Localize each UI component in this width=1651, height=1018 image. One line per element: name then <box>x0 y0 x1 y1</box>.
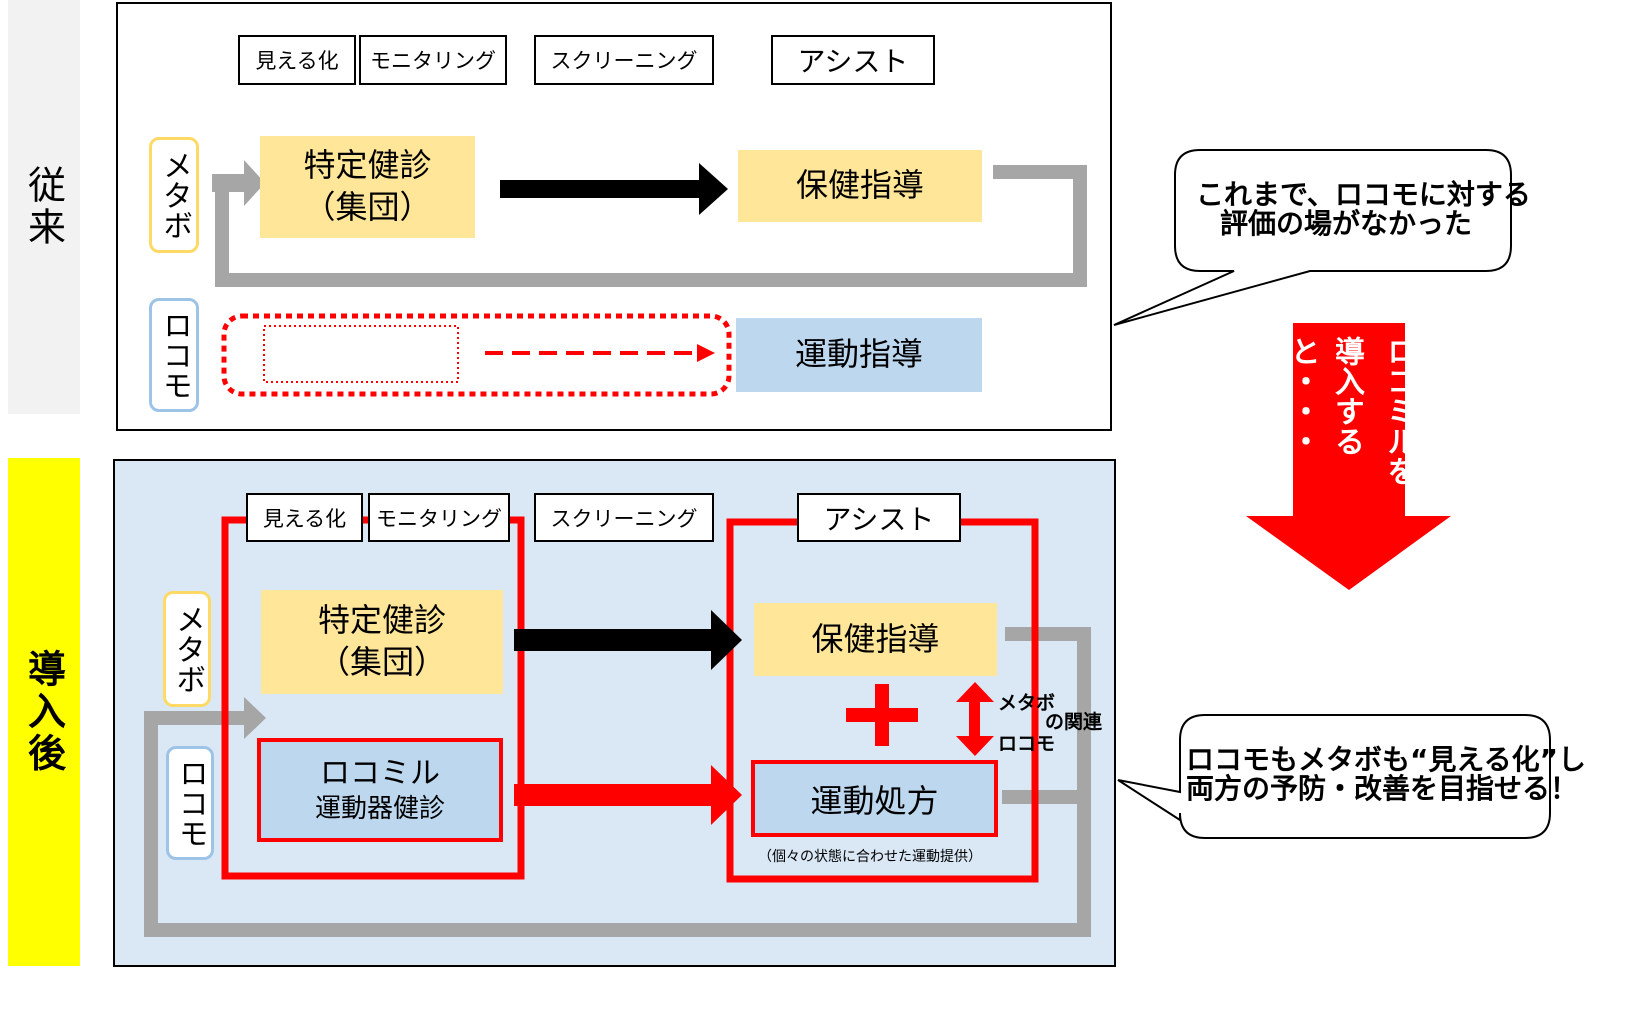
relation-metabo: メタボ <box>998 692 1056 714</box>
label-visualize-before: 見える化 <box>238 35 356 85</box>
label-visualize-after: 見える化 <box>246 493 363 542</box>
box-exercise-prescription: 運動処方 <box>751 760 998 837</box>
label-monitoring-before: モニタリング <box>359 35 507 85</box>
big-arrow-line1: ロコミルを <box>1381 336 1416 486</box>
box-checkup-before: 特定健診 （集団） <box>260 136 475 238</box>
label-screening-after: スクリーニング <box>534 493 714 542</box>
label-assist-after: アシスト <box>797 493 961 542</box>
callout-top-text: これまで、ロコモに対する 評価の場がなかった <box>1196 178 1531 241</box>
box-locomil: ロコミル 運動器健診 <box>257 738 503 842</box>
callout-bottom-bubble <box>1117 714 1551 839</box>
box-health-guidance-before: 保健指導 <box>738 150 982 222</box>
phase-after-band: 導入後 <box>8 458 80 966</box>
label-screening-before: スクリーニング <box>534 35 714 85</box>
label-monitoring-after: モニタリング <box>368 493 510 542</box>
phase-after-label: 導入後 <box>21 649 66 775</box>
big-arrow-line2: 導入すると・・・ <box>1285 336 1364 456</box>
phase-before-band: 従来 <box>8 0 80 414</box>
label-assist-before: アシスト <box>771 35 935 85</box>
tag-metabo-before: メタボ <box>149 137 199 253</box>
locomil-subtitle: 運動器健診 <box>314 793 445 824</box>
callout-top-bubble <box>1113 149 1512 326</box>
locomil-title: ロコミル <box>320 756 440 791</box>
checkup-subtitle: （集団） <box>303 188 432 226</box>
big-down-arrow <box>1246 323 1451 590</box>
tag-locomo-before: ロコモ <box>149 298 199 412</box>
relation-text: の関連 <box>1045 711 1103 733</box>
big-arrow-text: ロコミルを 導入すると・・・ <box>1285 336 1416 556</box>
checkup-title: 特定健診 <box>317 601 446 640</box>
phase-before-label: 従来 <box>21 165 66 249</box>
box-checkup-after: 特定健診 （集団） <box>261 590 503 694</box>
checkup-title: 特定健診 <box>303 146 432 185</box>
box-health-guidance-after: 保健指導 <box>754 603 997 676</box>
tag-metabo-after: メタボ <box>163 591 211 707</box>
checkup-subtitle: （集団） <box>317 643 446 681</box>
callout-bottom-text: ロコモもメタボも“見える化”し 両方の予防・改善を目指せる！ <box>1186 743 1586 806</box>
tag-locomo-after: ロコモ <box>166 746 214 860</box>
exercise-note: （個々の状態に合わせた運動提供） <box>758 849 982 865</box>
box-exercise-guidance-before: 運動指導 <box>736 318 982 392</box>
relation-locomo: ロコモ <box>998 733 1056 755</box>
